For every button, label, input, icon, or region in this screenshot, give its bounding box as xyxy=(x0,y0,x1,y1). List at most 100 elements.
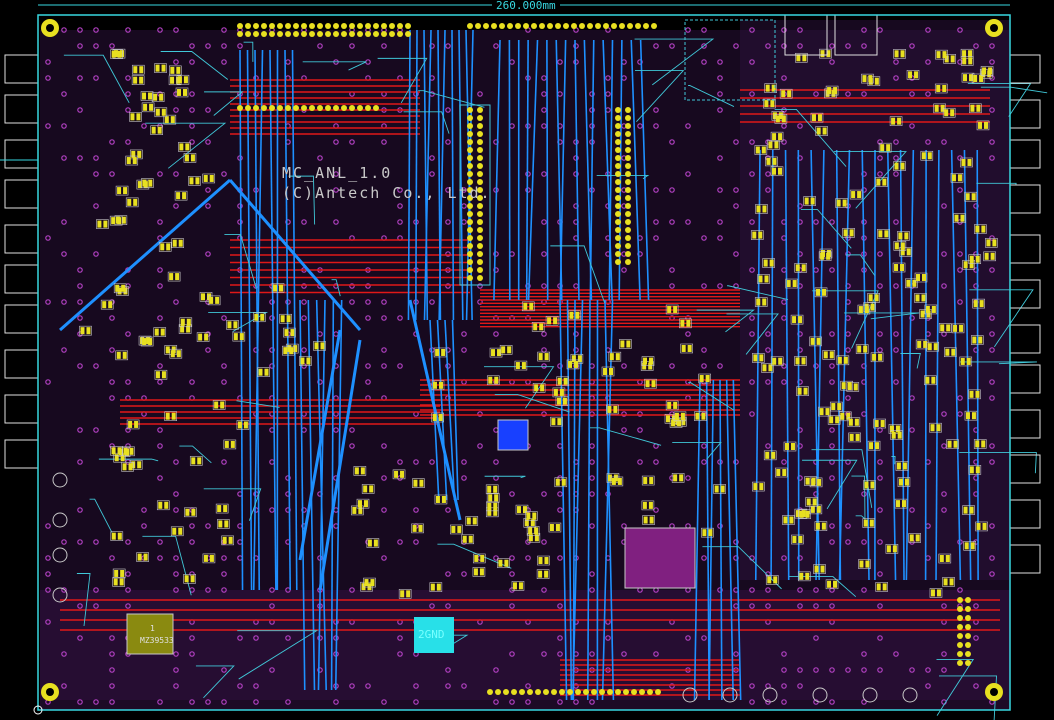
pad xyxy=(953,440,958,448)
smd-component xyxy=(113,283,127,294)
pad xyxy=(154,328,159,336)
via xyxy=(189,699,195,705)
via xyxy=(349,283,355,289)
smd-component xyxy=(532,383,546,393)
pad xyxy=(494,494,499,502)
via xyxy=(509,699,515,705)
header-pin xyxy=(467,107,473,113)
via xyxy=(941,331,947,337)
blue-trace xyxy=(705,379,710,701)
component-outline xyxy=(951,323,965,334)
smd-component xyxy=(434,494,448,505)
component-outline xyxy=(169,65,182,76)
header-pin xyxy=(625,195,631,201)
pad xyxy=(886,144,891,152)
via xyxy=(397,315,403,321)
pad xyxy=(880,420,885,428)
via xyxy=(749,411,755,417)
via xyxy=(621,411,627,417)
pad xyxy=(833,580,838,588)
via xyxy=(285,219,291,225)
pad xyxy=(293,345,298,353)
via xyxy=(797,667,803,673)
smd-component xyxy=(125,197,139,208)
smd-component xyxy=(163,114,177,125)
via xyxy=(813,587,819,593)
via xyxy=(621,651,627,657)
via xyxy=(269,587,275,593)
component-outline xyxy=(767,140,780,150)
via xyxy=(253,699,259,705)
smd-component xyxy=(171,238,185,248)
pad xyxy=(645,380,650,388)
via xyxy=(573,699,579,705)
component-outline xyxy=(641,356,655,366)
smd-component xyxy=(847,417,861,428)
component-outline xyxy=(486,501,499,512)
via xyxy=(189,539,195,545)
via xyxy=(717,187,723,193)
pad xyxy=(609,367,614,375)
pad xyxy=(982,67,987,75)
component-outline xyxy=(606,404,619,415)
header-pin xyxy=(567,689,573,695)
pad xyxy=(273,284,278,292)
pad xyxy=(367,539,372,547)
via xyxy=(381,507,387,513)
via xyxy=(317,43,323,49)
smd-component xyxy=(164,345,178,355)
pad xyxy=(607,474,612,482)
smd-component xyxy=(752,481,765,492)
pad xyxy=(571,355,576,363)
pad xyxy=(816,505,821,513)
pad xyxy=(133,66,138,74)
via xyxy=(525,699,531,705)
pad xyxy=(971,412,976,420)
pad xyxy=(981,440,986,448)
smd-component xyxy=(779,88,793,99)
via xyxy=(157,555,163,561)
component-outline xyxy=(164,345,178,355)
pad xyxy=(894,50,899,58)
pad xyxy=(524,519,529,527)
via xyxy=(189,379,195,385)
smd-component xyxy=(975,521,988,532)
pad xyxy=(820,565,825,573)
header-pin xyxy=(635,23,641,29)
pad xyxy=(529,302,534,310)
via xyxy=(333,699,339,705)
via xyxy=(653,123,659,129)
component-outline xyxy=(221,535,234,546)
via xyxy=(317,155,323,161)
header-pin xyxy=(467,163,473,169)
smd-component xyxy=(763,98,776,109)
smd-component xyxy=(671,473,685,483)
via xyxy=(125,91,131,97)
smd-component xyxy=(694,411,707,421)
component-outline xyxy=(353,466,367,476)
via xyxy=(461,683,467,689)
header-pin xyxy=(625,107,631,113)
signal-trace xyxy=(89,498,113,533)
via xyxy=(205,347,211,353)
smd-component xyxy=(110,531,124,541)
smd-component xyxy=(150,125,163,135)
via xyxy=(893,379,899,385)
smd-component xyxy=(980,66,994,76)
via xyxy=(77,459,83,465)
header-pin xyxy=(365,23,371,29)
via xyxy=(781,555,787,561)
smd-component xyxy=(606,404,619,415)
pad xyxy=(160,243,165,251)
via xyxy=(125,603,131,609)
smd-component xyxy=(770,131,784,142)
pad xyxy=(532,512,537,520)
component-outline xyxy=(131,75,145,85)
pad xyxy=(927,152,932,160)
header-pin xyxy=(349,105,355,111)
via xyxy=(125,443,131,449)
smd-component xyxy=(892,262,906,273)
component-outline xyxy=(232,331,246,342)
pad xyxy=(364,579,369,587)
